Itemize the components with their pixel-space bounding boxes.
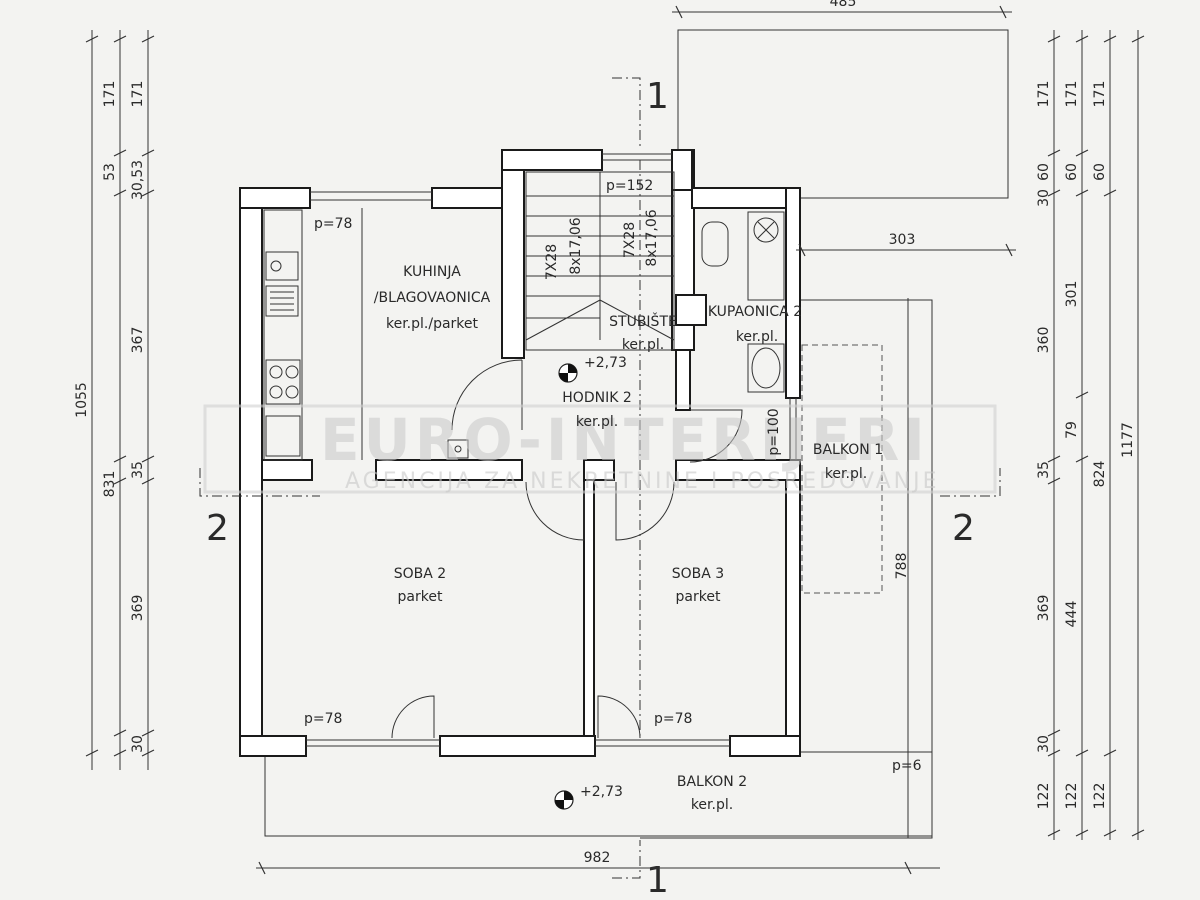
balcony2-name: BALKON 2	[677, 774, 747, 790]
room3-floor: parket	[676, 589, 721, 605]
room3-name: SOBA 3	[672, 566, 724, 582]
dim-left-a-1: 53	[102, 163, 118, 181]
dim-right-c-0: 171	[1092, 81, 1108, 108]
kitchen-name2: /BLAGOVAONICA	[374, 290, 491, 306]
dim-right-a-0: 171	[1036, 81, 1052, 108]
dim-left-b-0: 171	[130, 81, 146, 108]
dim-left-b-1: 30,53	[130, 160, 146, 200]
dim-top: 485	[830, 0, 857, 10]
dim-right-b-4: 444	[1064, 601, 1080, 628]
terrace-outline	[677, 29, 1009, 199]
watermark-box	[203, 404, 997, 494]
drainer-icon	[265, 285, 299, 317]
section-2-right: 2	[952, 508, 975, 549]
kitchen-door	[451, 359, 523, 431]
section-1-top: 1	[646, 76, 669, 117]
dim-right-a-5: 369	[1036, 595, 1052, 622]
dim-right-a-7: 122	[1036, 783, 1052, 810]
balcony2-door-right	[597, 695, 641, 739]
section-2-left: 2	[206, 508, 229, 549]
room3-p: p=78	[654, 711, 692, 727]
kitchen-name: KUHINJA	[403, 264, 461, 280]
stairs-run-a1: 7X28	[544, 244, 560, 280]
windows	[306, 153, 797, 747]
stairs-name: STUBIŠTE	[609, 312, 677, 330]
stairs-floor: ker.pl.	[622, 337, 664, 353]
washbasin-icon	[751, 347, 781, 389]
bath-name: KUPAONICA 2	[708, 304, 802, 320]
stairs-p: p=152	[606, 178, 653, 194]
chimney-icon	[447, 439, 469, 459]
balcony2-level: +2,73	[580, 784, 623, 800]
staircase	[525, 171, 675, 351]
kitchen-counter	[263, 209, 303, 461]
outer-walls	[239, 149, 801, 757]
dim-left-a-0: 171	[102, 81, 118, 108]
kitchen-p: p=78	[314, 216, 352, 232]
room2-door	[525, 481, 585, 541]
bathroom-door	[689, 409, 743, 463]
stove-icon	[265, 359, 301, 405]
stairs-run-b2: 8x17,06	[644, 209, 660, 266]
dim-right-b-5: 122	[1064, 783, 1080, 810]
bath-floor: ker.pl.	[736, 329, 778, 345]
stairs-run-a2: 8x17,06	[568, 217, 584, 274]
dim-left-a-5: 30	[130, 735, 146, 753]
left-dimension-lines	[85, 30, 155, 770]
watermark-title: EURO-INTERIJERI	[320, 406, 929, 474]
dim-right-a-1: 30	[1036, 189, 1052, 207]
dim-left-a-3: 35	[130, 461, 146, 479]
dim-left-total: 1055	[74, 382, 90, 418]
balcony2-door-left	[391, 695, 435, 739]
room2-floor: parket	[398, 589, 443, 605]
dim-right-a-4: 35	[1036, 461, 1052, 479]
dim-right-c-2: 122	[1092, 783, 1108, 810]
sink-icon	[265, 251, 299, 281]
room2-name: SOBA 2	[394, 566, 446, 582]
hall-floor: ker.pl.	[576, 414, 618, 430]
balcony2-floor: ker.pl.	[691, 797, 733, 813]
dim-right-b-0: 171	[1064, 81, 1080, 108]
dim-right-a-2: 60	[1036, 163, 1052, 181]
dim-right-total: 1177	[1120, 422, 1136, 458]
bathtub-icon	[747, 211, 785, 301]
balcony2-p: p=6	[892, 758, 922, 774]
balcony1-dashed	[801, 344, 883, 594]
kitchen-floor: ker.pl./parket	[386, 316, 479, 332]
room2-p: p=78	[304, 711, 342, 727]
room3-door	[615, 481, 675, 541]
hall-level: +2,73	[584, 355, 627, 371]
dim-right-824: 824	[1092, 461, 1108, 488]
balcony2-outline	[264, 752, 640, 837]
dim-right-b-3: 79	[1064, 421, 1080, 439]
hall-door: p=100	[766, 408, 782, 455]
dim-right-a-3: 360	[1036, 327, 1052, 354]
section-1-bottom: 1	[646, 860, 669, 900]
dim-left-831: 831	[102, 471, 118, 498]
dim-right-c-1: 60	[1092, 163, 1108, 181]
dim-788: 788	[894, 553, 910, 580]
dim-right-a-6: 30	[1036, 735, 1052, 753]
balcony1-outline	[640, 299, 933, 839]
stairs-run-b1: 7X28	[622, 222, 638, 258]
balcony1-name: BALKON 1	[813, 442, 883, 458]
interior-walls	[261, 294, 801, 737]
dim-303: 303	[889, 232, 916, 248]
toilet-icon	[701, 221, 729, 267]
level-mark-hall	[558, 363, 578, 383]
dim-left-a-4: 369	[130, 595, 146, 622]
balcony1-floor: ker.pl.	[825, 466, 867, 482]
watermark-subtitle: AGENCIJA ZA NEKRETNINE I POSREDOVANJE	[345, 469, 940, 494]
dim-bottom: 982	[584, 850, 611, 866]
dim-left-a-2: 367	[130, 327, 146, 354]
dim-right-b-2: 301	[1064, 281, 1080, 308]
section-lines	[199, 77, 1001, 879]
hall-name: HODNIK 2	[562, 390, 631, 406]
level-mark-balcony	[554, 790, 574, 810]
dim-right-b-1: 60	[1064, 163, 1080, 181]
right-dimension-lines	[1047, 30, 1145, 840]
